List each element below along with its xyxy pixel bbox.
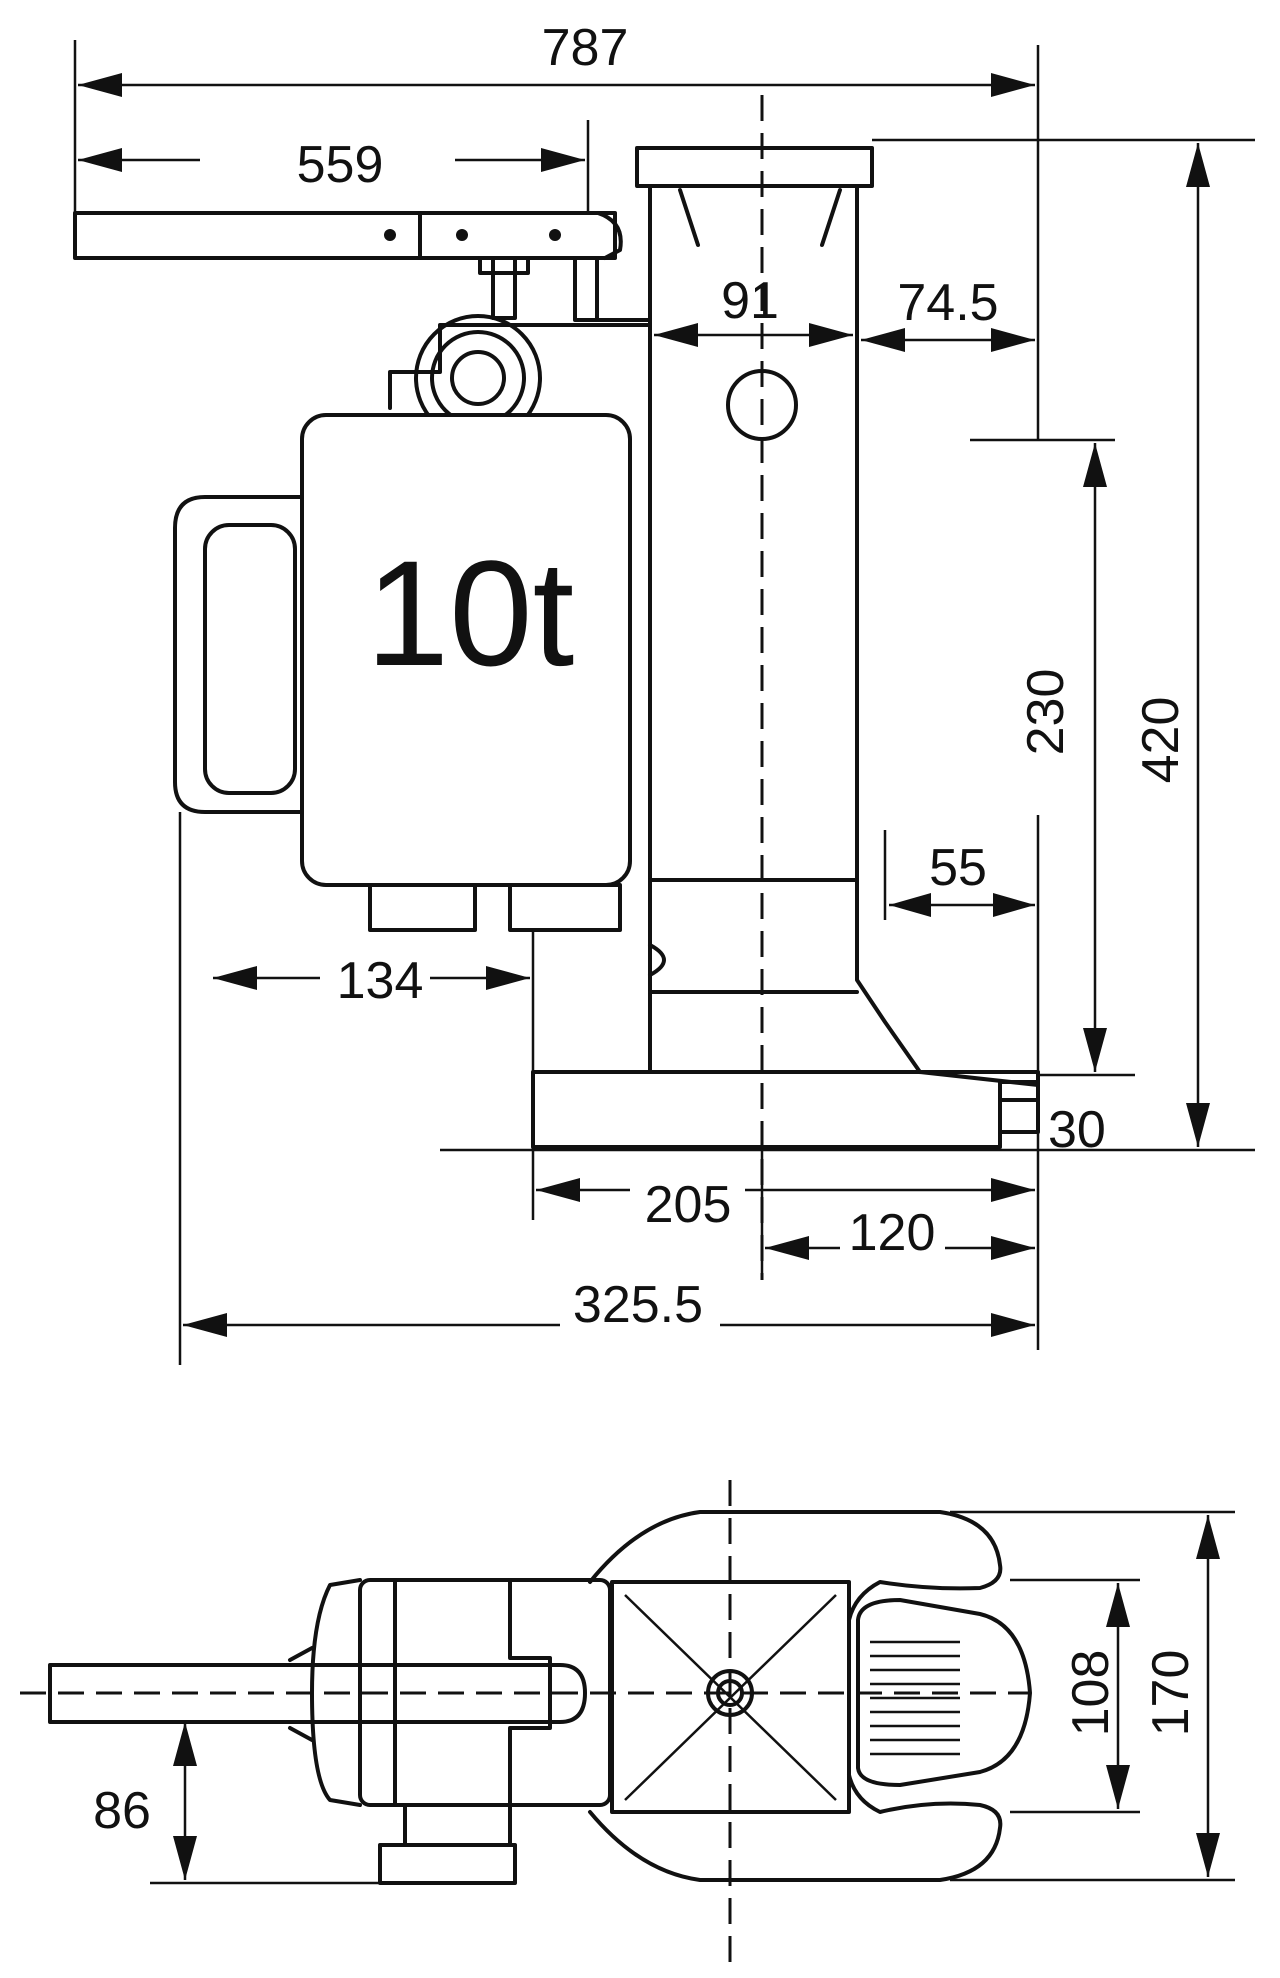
- reservoir-body: 10t: [173, 413, 632, 932]
- dim-handle-length-label: 559: [297, 136, 384, 194]
- dim-overall-width-label: 170: [1142, 1650, 1200, 1737]
- dimension-body-offset: 134: [213, 952, 530, 1010]
- dim-toe-height-label: 30: [1048, 1101, 1106, 1159]
- top-toe-grip: [856, 1598, 1032, 1787]
- dim-front-offset-label: 74.5: [897, 274, 998, 332]
- dimension-front-offset: 74.5: [861, 274, 1035, 352]
- dim-stroke-label: 230: [1017, 669, 1075, 756]
- top-extension-lines: [150, 1510, 1235, 1885]
- top-column-square: [610, 1580, 851, 1814]
- top-view: 86 108 170: [20, 1480, 1235, 1970]
- dimension-inner-width: 108: [1062, 1583, 1130, 1809]
- dim-overall-depth-label: 325.5: [573, 1276, 703, 1334]
- dim-total-height-label: 420: [1132, 697, 1190, 784]
- dimension-handle-offset: 86: [93, 1722, 197, 1880]
- dimension-toe-length: 55: [889, 839, 1035, 917]
- top-pump-block: [310, 1578, 612, 1885]
- dimension-overall-width: 170: [1142, 1515, 1220, 1877]
- dim-toe-to-axis-label: 120: [849, 1204, 936, 1262]
- dimension-column-width: 91: [654, 272, 853, 347]
- extension-lines: [73, 40, 1255, 1365]
- side-view: 10t: [73, 19, 1255, 1365]
- dimension-toe-to-axis: 120: [765, 1204, 1035, 1262]
- dimension-overall-depth: 325.5: [183, 1276, 1035, 1337]
- dim-handle-offset-label: 86: [93, 1782, 151, 1840]
- dim-inner-width-label: 108: [1062, 1650, 1120, 1737]
- dimension-handle-length: 559: [78, 136, 585, 194]
- base-and-toe: [531, 1070, 1040, 1149]
- dimension-stroke: 230: [1017, 443, 1107, 1072]
- top-handle: [48, 1646, 587, 1742]
- dimension-overall-length: 787: [78, 19, 1035, 97]
- dimension-base-length: 205: [536, 1176, 1035, 1234]
- lifting-column: [635, 146, 922, 1074]
- top-toe-plate: [588, 1510, 1003, 1882]
- dim-toe-length-label: 55: [929, 839, 987, 897]
- pump-handle: [73, 211, 652, 322]
- dimension-toe-height: 30: [1048, 1101, 1106, 1159]
- dim-body-offset-label: 134: [337, 952, 424, 1010]
- dimension-total-height: 420: [1132, 143, 1210, 1147]
- dim-base-length-label: 205: [645, 1176, 732, 1234]
- capacity-label: 10t: [366, 529, 575, 697]
- dim-overall-length-label: 787: [542, 19, 629, 77]
- dim-column-width-label: 91: [721, 272, 779, 330]
